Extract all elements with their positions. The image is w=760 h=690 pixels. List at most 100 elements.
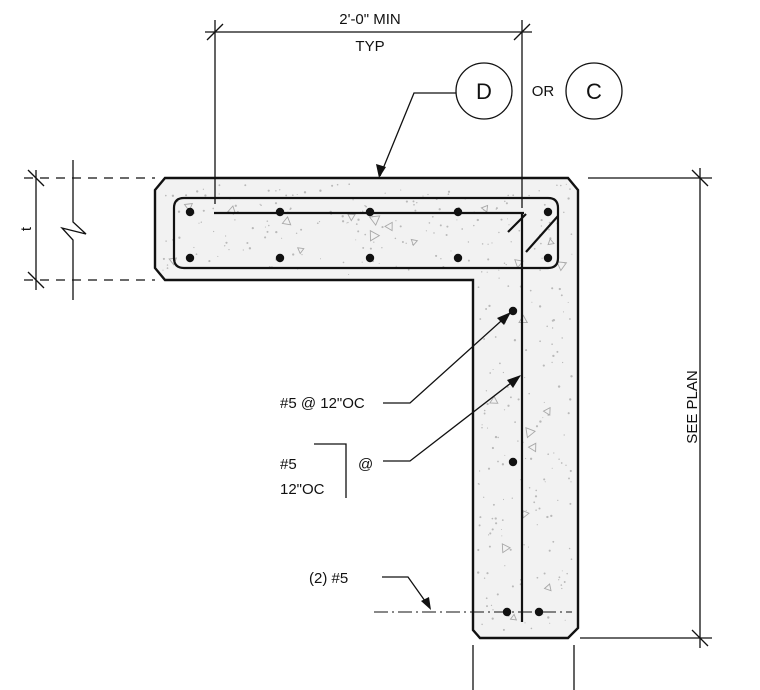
concrete-speck bbox=[551, 343, 553, 345]
concrete-speck bbox=[405, 242, 407, 244]
concrete-speck bbox=[395, 220, 397, 222]
concrete-speck bbox=[318, 221, 321, 223]
concrete-speck bbox=[543, 203, 546, 206]
stirrup-size-label: #5 bbox=[280, 456, 297, 473]
concrete-speck bbox=[569, 188, 571, 190]
callout-leader-arrow bbox=[507, 375, 521, 388]
concrete-speck bbox=[486, 427, 489, 429]
concrete-speck bbox=[527, 546, 529, 548]
concrete-speck bbox=[524, 622, 526, 624]
concrete-speck bbox=[525, 509, 527, 511]
callout-leader-arrow bbox=[497, 312, 511, 325]
concrete-speck bbox=[476, 218, 479, 222]
concrete-speck bbox=[491, 446, 494, 450]
concrete-speck bbox=[244, 184, 247, 187]
break-line bbox=[60, 160, 87, 300]
rebar-dot bbox=[275, 207, 285, 217]
concrete-speck bbox=[563, 581, 566, 583]
concrete-speck bbox=[479, 318, 482, 320]
concrete-speck bbox=[412, 200, 415, 203]
concrete-speck bbox=[342, 261, 345, 264]
concrete-speck bbox=[501, 535, 503, 537]
concrete-speck bbox=[557, 499, 559, 502]
concrete-aggregate bbox=[542, 406, 551, 416]
top-dimension-note: TYP bbox=[355, 38, 384, 55]
concrete-speck bbox=[399, 225, 402, 228]
tag-d-circle bbox=[455, 62, 513, 120]
concrete-speck bbox=[565, 183, 567, 185]
concrete-speck bbox=[535, 489, 538, 492]
concrete-speck bbox=[185, 194, 188, 197]
concrete-speck bbox=[212, 207, 215, 210]
concrete-speck bbox=[275, 230, 278, 234]
concrete-speck bbox=[489, 532, 492, 535]
concrete-speck bbox=[364, 233, 367, 236]
concrete-aggregate bbox=[347, 213, 356, 222]
concrete-speck bbox=[530, 627, 533, 630]
concrete-speck bbox=[204, 194, 207, 197]
concrete-speck bbox=[560, 584, 563, 586]
stirrup-spacing-label: 12"OC bbox=[280, 481, 325, 498]
concrete-speck bbox=[400, 189, 402, 191]
concrete-speck bbox=[378, 263, 380, 264]
concrete-speck bbox=[499, 362, 501, 365]
concrete-speck bbox=[212, 230, 215, 233]
concrete-speck bbox=[570, 233, 573, 236]
concrete-speck bbox=[456, 219, 458, 221]
tag-c-circle bbox=[565, 62, 623, 120]
concrete-speck bbox=[500, 218, 503, 221]
concrete-speck bbox=[395, 265, 397, 267]
callout-leader bbox=[383, 375, 521, 462]
concrete-speck bbox=[285, 194, 288, 197]
top-dimension: 2'-0" MIN TYP bbox=[205, 11, 532, 208]
concrete-speck bbox=[228, 248, 230, 251]
rebar-dot bbox=[508, 306, 518, 316]
concrete-speck bbox=[477, 548, 480, 552]
concrete-speck bbox=[428, 222, 431, 224]
concrete-speck bbox=[538, 305, 542, 308]
concrete-speck bbox=[218, 184, 221, 187]
concrete-speck bbox=[500, 528, 502, 531]
callout-leader bbox=[383, 312, 511, 404]
concrete-speck bbox=[551, 327, 554, 329]
concrete-speck bbox=[267, 189, 270, 192]
concrete-speck bbox=[295, 232, 298, 235]
concrete-speck bbox=[498, 269, 500, 271]
concrete-speck bbox=[507, 386, 509, 388]
concrete-speck bbox=[543, 478, 546, 481]
callout-corner-bars-label: (2) #5 bbox=[309, 570, 348, 587]
concrete-speck bbox=[316, 222, 319, 225]
concrete-speck bbox=[202, 209, 205, 212]
concrete-speck bbox=[504, 454, 506, 456]
concrete-speck bbox=[569, 502, 572, 505]
concrete-speck bbox=[551, 361, 553, 364]
concrete-speck bbox=[467, 241, 470, 243]
concrete-speck bbox=[357, 218, 360, 221]
concrete-speck bbox=[264, 226, 266, 228]
concrete-speck bbox=[536, 576, 539, 579]
concrete-aggregate bbox=[489, 395, 499, 404]
concrete-speck bbox=[440, 258, 442, 260]
rebar-dot bbox=[543, 253, 553, 263]
concrete-speck bbox=[529, 289, 532, 292]
concrete-speck bbox=[427, 193, 429, 196]
concrete-speck bbox=[467, 259, 470, 262]
concrete-speck bbox=[296, 193, 298, 196]
concrete-speck bbox=[162, 257, 165, 260]
concrete-speck bbox=[556, 184, 558, 186]
concrete-speck bbox=[563, 211, 565, 214]
concrete-speck bbox=[251, 226, 254, 230]
concrete-speck bbox=[422, 195, 424, 197]
concrete-speck bbox=[162, 269, 164, 271]
dimension-tick bbox=[513, 23, 531, 41]
concrete-speck bbox=[303, 191, 307, 194]
concrete-speck bbox=[503, 409, 506, 411]
concrete-speck bbox=[485, 308, 488, 310]
concrete-speck bbox=[524, 377, 526, 379]
concrete-speck bbox=[348, 183, 351, 186]
concrete-speck bbox=[561, 587, 563, 590]
concrete-speck bbox=[268, 224, 270, 227]
concrete-speck bbox=[483, 496, 485, 498]
concrete-aggregate bbox=[509, 613, 518, 621]
concrete-speck bbox=[519, 479, 522, 481]
